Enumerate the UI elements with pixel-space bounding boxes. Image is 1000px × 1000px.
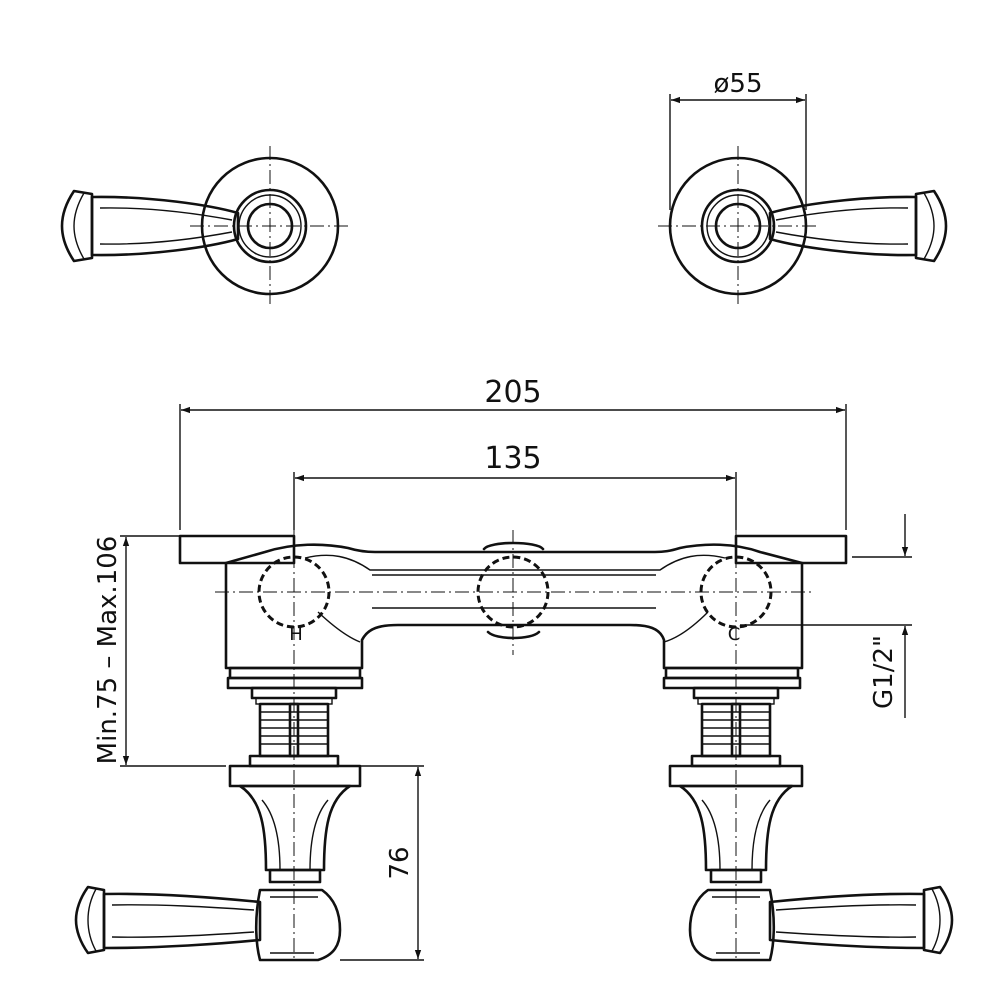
top-view-left-handle <box>60 146 350 306</box>
diameter-label: ø55 <box>714 69 763 99</box>
cold-port-label: C <box>728 624 741 645</box>
overall-width-label: 205 <box>484 375 541 410</box>
hot-port-label: H <box>289 624 303 645</box>
thread-dimension: G1/2" <box>740 514 912 718</box>
depth-range-dimension: Min.75 – Max.106 <box>93 535 226 767</box>
left-valve-assembly <box>74 686 362 962</box>
thread-label: G1/2" <box>869 635 899 709</box>
handle-height-label: 76 <box>385 846 415 879</box>
diameter-dimension: ø55 <box>669 69 807 210</box>
handle-height-dimension: 76 <box>340 765 424 961</box>
mixer-body: H C <box>178 530 848 960</box>
overall-width-dimension: 205 <box>179 375 847 530</box>
center-distance-dimension: 135 <box>293 441 737 530</box>
center-distance-label: 135 <box>484 441 541 476</box>
right-valve-assembly <box>668 686 954 962</box>
depth-range-label: Min.75 – Max.106 <box>93 536 123 765</box>
top-view-right-handle <box>658 146 948 306</box>
